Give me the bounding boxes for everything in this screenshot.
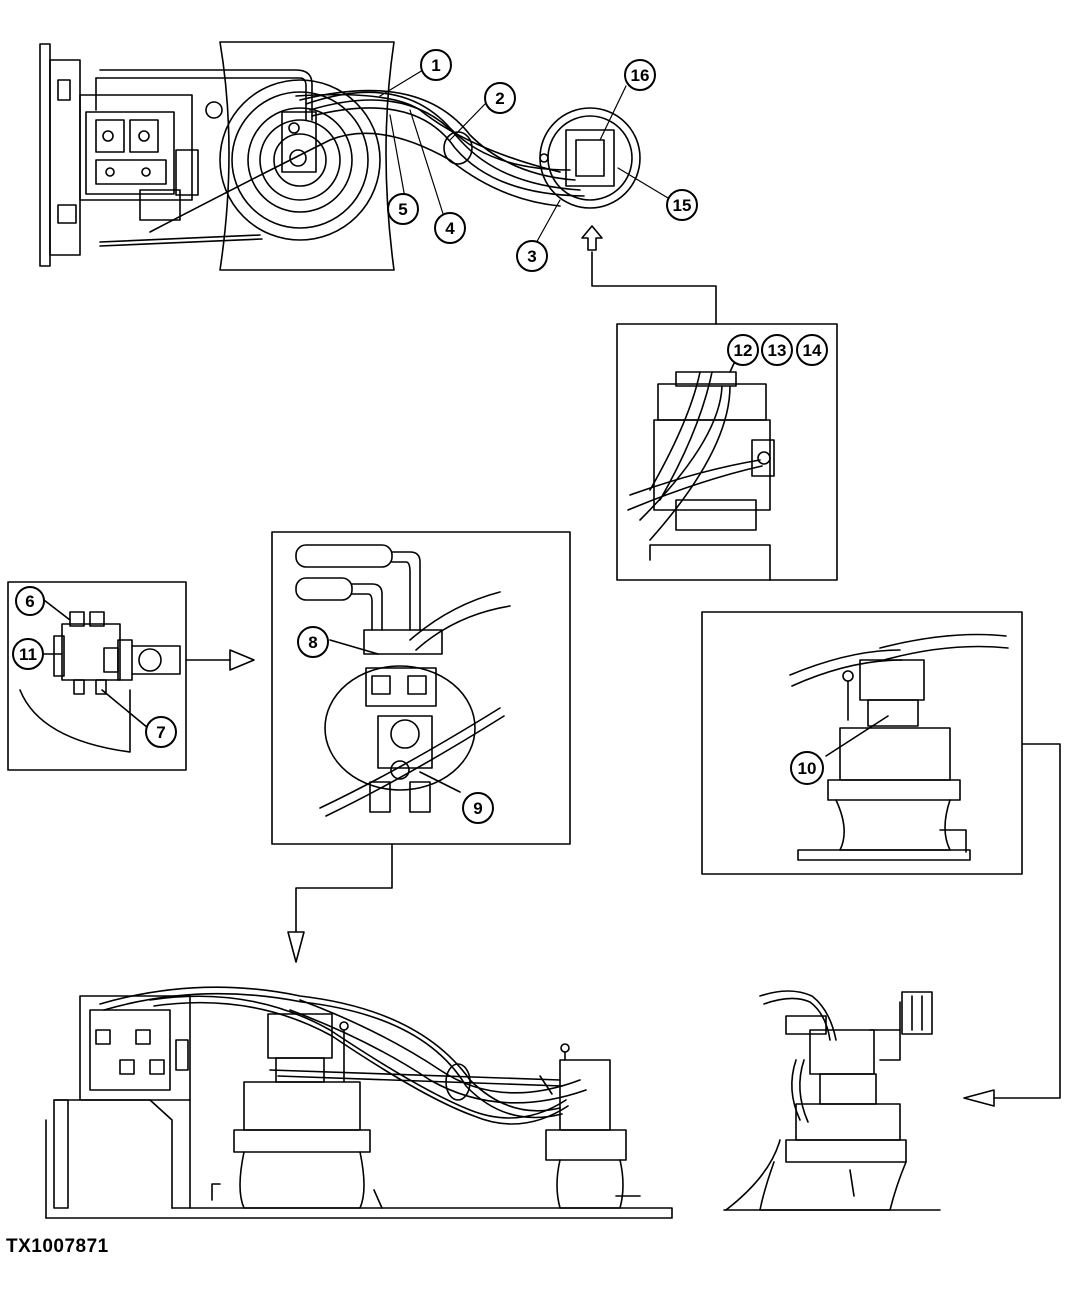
arrow-up-to-top-view [581, 225, 717, 325]
callout-8: 8 [297, 626, 329, 658]
svg-text:16: 16 [631, 66, 650, 85]
svg-text:15: 15 [673, 196, 692, 215]
inset-motor-detail-12-14 [616, 323, 838, 581]
svg-text:1: 1 [431, 56, 440, 75]
callout-10: 10 [790, 751, 824, 785]
svg-text:12: 12 [734, 341, 753, 360]
callout-4: 4 [434, 212, 466, 244]
svg-text:10: 10 [798, 759, 817, 778]
callout-14: 14 [796, 334, 828, 366]
callout-16: 16 [624, 59, 656, 91]
inset-motor-detail-8-9 [271, 531, 571, 845]
svg-text:11: 11 [19, 645, 37, 664]
svg-text:9: 9 [473, 799, 482, 818]
callouts: 1 2 3 4 5 16 15 12 13 14 6 11 7 8 9 10 [12, 49, 828, 824]
svg-text:4: 4 [445, 219, 455, 238]
svg-text:13: 13 [768, 341, 787, 360]
bottom-right-view-assembly [723, 990, 941, 1211]
bottom-side-view-assembly [45, 986, 673, 1219]
callout-6: 6 [15, 586, 45, 616]
callout-9: 9 [462, 792, 494, 824]
svg-text:6: 6 [25, 592, 34, 611]
inset-motor-detail-10 [701, 611, 1061, 1107]
figure-id: TX1007871 [6, 1236, 109, 1257]
callout-1: 1 [420, 49, 452, 81]
callout-13: 13 [761, 334, 793, 366]
svg-text:7: 7 [156, 723, 165, 742]
callout-5: 5 [387, 193, 419, 225]
inset-valve-detail-6-7-11 [7, 581, 187, 771]
svg-text:3: 3 [527, 247, 536, 266]
svg-text:8: 8 [308, 633, 317, 652]
callout-11: 11 [12, 638, 44, 670]
callout-12: 12 [727, 334, 759, 366]
callout-15: 15 [666, 189, 698, 221]
callout-3: 3 [516, 240, 548, 272]
callout-7: 7 [145, 716, 177, 748]
svg-text:2: 2 [495, 89, 504, 108]
top-view-assembly [39, 41, 641, 271]
svg-text:5: 5 [398, 200, 407, 219]
callout-2: 2 [484, 82, 516, 114]
svg-text:14: 14 [803, 341, 822, 360]
